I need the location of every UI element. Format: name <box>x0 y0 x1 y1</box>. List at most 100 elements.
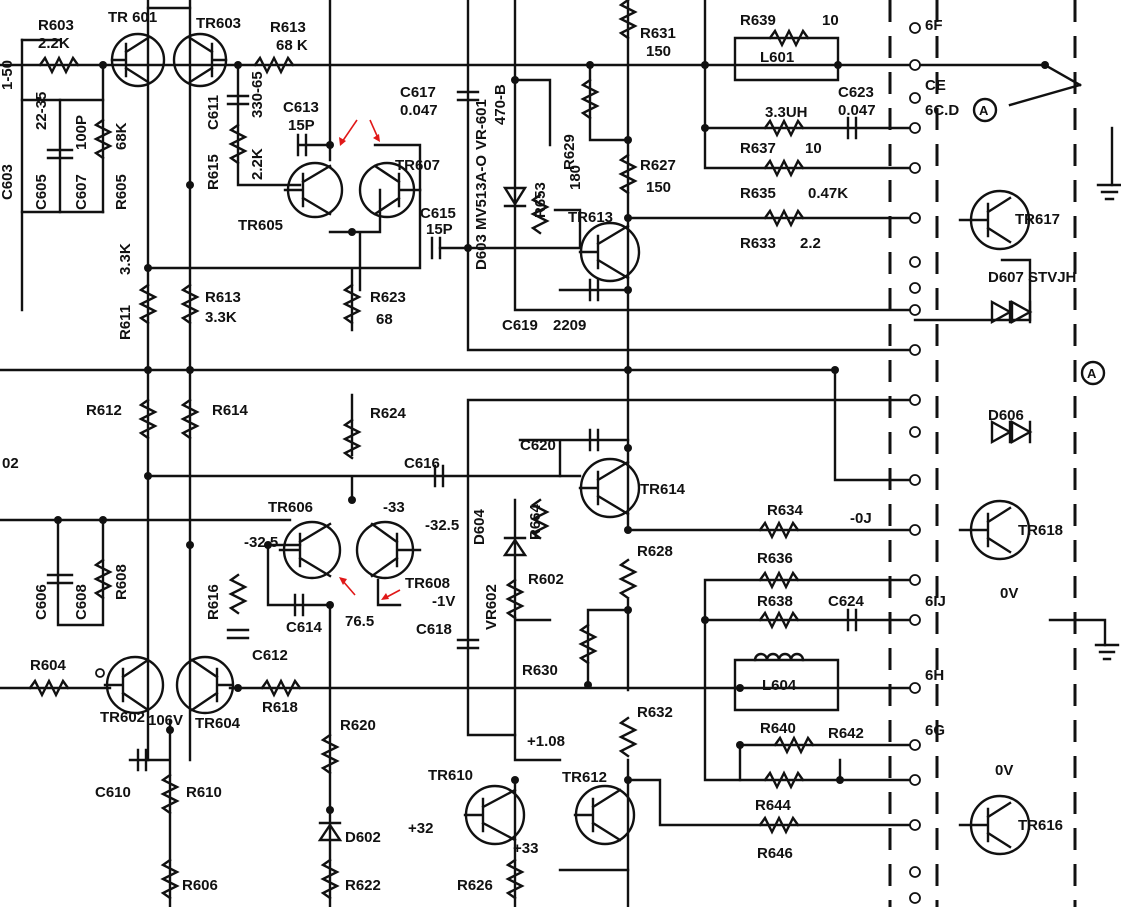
label-r638: R638 <box>757 593 793 610</box>
labels: R603 2.2K TR 601 TR603 R613 68 K 1-50 C6… <box>0 9 1076 894</box>
label-v-33-b: +33 <box>513 840 538 857</box>
transistors <box>103 32 1031 856</box>
marker-a: A <box>1087 366 1097 381</box>
diode-d602 <box>317 821 343 842</box>
junctions <box>54 61 1049 814</box>
label-c619: C619 <box>502 317 538 334</box>
label-terminal-6h: 6H <box>925 667 944 684</box>
label-tr612: TR612 <box>562 769 607 786</box>
label-tr616: TR616 <box>1018 817 1063 834</box>
resistor-r603 <box>38 55 80 75</box>
label-tr607: TR607 <box>395 157 440 174</box>
resistor-r624 <box>342 418 362 460</box>
label-c619-value: 2209 <box>553 317 586 334</box>
capacitor-c620 <box>588 428 600 452</box>
label-r636: R636 <box>757 550 793 567</box>
board-boundaries <box>888 0 1077 907</box>
transistor-tr605 <box>283 161 344 219</box>
label-d602: D602 <box>345 829 381 846</box>
diode-d606 <box>990 419 1033 445</box>
marker-b: A <box>979 103 989 118</box>
label-d607: D607 STVJH <box>988 269 1076 286</box>
label-r635: R635 <box>740 185 776 202</box>
label-r637-value: 10 <box>805 140 822 157</box>
label-c607-value: 100P <box>73 115 90 150</box>
label-c618: C618 <box>416 621 452 638</box>
transistor-tr610 <box>463 784 526 846</box>
label-r631: R631 <box>640 25 676 42</box>
capacitor-c617 <box>456 90 480 102</box>
label-r603: R603 <box>38 17 74 34</box>
label-tr602: TR602 <box>100 709 145 726</box>
label-v-0v-2: 0V <box>995 762 1013 779</box>
label-tr605: TR605 <box>238 217 283 234</box>
label-terminal-6cd: 6C.D <box>925 102 959 119</box>
transistor-tr607 <box>358 161 422 219</box>
resistor-r623 <box>342 283 362 325</box>
label-r613-mid-value: 3.3K <box>205 309 237 326</box>
label-r627: R627 <box>640 157 676 174</box>
label-c613-value: 15P <box>288 117 315 134</box>
label-r603-value: 2.2K <box>38 35 70 52</box>
label-r626: R626 <box>457 877 493 894</box>
capacitor-c619 <box>588 278 600 302</box>
label-vr602: VR602 <box>483 584 500 630</box>
transistor-tr618 <box>958 499 1031 561</box>
transistor-tr606 <box>278 520 342 580</box>
resistor-r635 <box>763 158 805 178</box>
diode-d607 <box>990 299 1033 325</box>
resistor-r640-642 <box>773 735 815 755</box>
resistor-r614 <box>180 398 200 440</box>
resistor-r629 <box>580 78 600 120</box>
label-r627-value: 150 <box>646 179 671 196</box>
label-tr608: TR608 <box>405 575 450 592</box>
label-r615-value: 2.2K <box>249 148 266 180</box>
label-terminal-6ij: 6IJ <box>925 593 946 610</box>
label-r653: R653 <box>532 182 549 218</box>
capacitor-c612 <box>226 628 250 640</box>
resistor-r636 <box>758 570 800 590</box>
label-r664: R664 <box>527 503 544 540</box>
label-r630: R630 <box>522 662 558 679</box>
label-r624: R624 <box>370 405 407 422</box>
label-r613-top: R613 <box>270 19 306 36</box>
transistor-tr603 <box>172 32 228 88</box>
transistor-tr616 <box>958 794 1031 856</box>
marker-b-circle <box>972 97 998 123</box>
label-d604: D604 <box>471 508 488 545</box>
label-c617: C617 <box>400 84 436 101</box>
resistor-r626 <box>505 858 525 900</box>
inductors <box>733 652 840 712</box>
label-l604: L604 <box>762 677 797 694</box>
label-r620: R620 <box>340 717 376 734</box>
capacitor-c610 <box>136 748 148 772</box>
resistor-r627 <box>618 153 638 195</box>
label-r606: R608 <box>113 564 130 600</box>
transistor-tr602 <box>103 655 165 715</box>
label-r637: R637 <box>740 140 776 157</box>
label-c608: C608 <box>73 584 90 620</box>
transistor-tr601 <box>110 32 166 88</box>
label-vr601: VR-601 <box>473 99 490 150</box>
capacitor-c616 <box>433 464 445 488</box>
capacitor-c614 <box>293 593 305 617</box>
label-c614: C614 <box>286 619 323 636</box>
label-tr603: TR603 <box>196 15 241 32</box>
resistor-r664 <box>530 498 550 540</box>
label-v-1v: -1V <box>432 593 455 610</box>
label-tr604: TR604 <box>195 715 241 732</box>
label-c611: C611 <box>205 95 222 130</box>
label-r611: R611 <box>117 305 134 340</box>
label-r612: R612 <box>86 402 122 419</box>
label-r633: R633 <box>740 235 776 252</box>
label-v-0j: -0J <box>850 510 872 527</box>
resistor-r604 <box>28 678 70 698</box>
label-tr606: TR606 <box>268 499 313 516</box>
label-r613-top-value: 68 K <box>276 37 308 54</box>
resistor-r639 <box>768 28 810 48</box>
label-c617-value: 0.047 <box>400 102 438 119</box>
label-v-0v-1: 0V <box>1000 585 1018 602</box>
resistor-r637 <box>763 118 805 138</box>
label-v-32: +32 <box>408 820 433 837</box>
